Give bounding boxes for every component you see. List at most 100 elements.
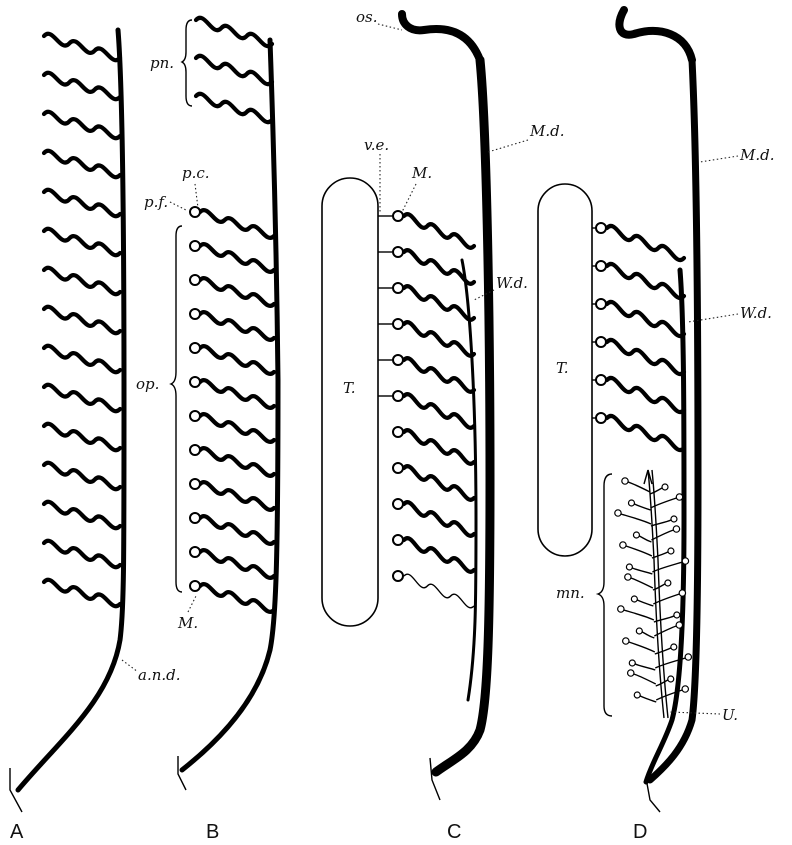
and-leader: [122, 660, 138, 672]
pronephric-tubule: [44, 424, 120, 450]
md-label-d: M.d.: [739, 146, 775, 164]
mesonephric-tubule: [607, 226, 684, 260]
malpighian-capsule: [393, 463, 403, 473]
collecting-branch: [653, 594, 679, 604]
malpighian-capsule: [393, 319, 403, 329]
metanephric-capsule: [615, 510, 621, 516]
metanephric-capsule: [673, 526, 679, 532]
pc-label: p.c.: [182, 164, 210, 182]
malpighian-capsule: [190, 445, 200, 455]
panel-b: pn. p.c. p.f. op. M. B: [136, 18, 278, 843]
malpighian-capsule: [596, 375, 606, 385]
pn-label: pn.: [150, 54, 174, 72]
pronephric-tubule: [44, 307, 120, 333]
pronephric-tubule: [44, 580, 120, 606]
malpighian-capsule: [190, 513, 200, 523]
malpighian-capsule: [393, 355, 403, 365]
malpighian-capsule: [393, 391, 403, 401]
mesonephric-tubule: [607, 264, 684, 298]
metanephric-capsule: [671, 516, 677, 522]
opisthonephric-tubule: [200, 550, 274, 578]
ostium-d: [619, 10, 692, 60]
m-leader-b: [188, 596, 196, 612]
op-label: op.: [136, 375, 159, 393]
md-leader-d: [700, 156, 738, 162]
mesonephric-tubule: [607, 416, 684, 450]
mesonephric-tubule: [607, 302, 684, 336]
duct-end-tick-b: [178, 756, 186, 790]
metanephric-capsule: [634, 692, 640, 698]
malpighian-capsule: [190, 377, 200, 387]
opisthonephric-tubule: [200, 346, 274, 374]
pronephric-tubules-b: [196, 18, 272, 122]
md-label-c: M.d.: [529, 122, 565, 140]
collecting-branch: [634, 504, 650, 510]
metanephric-capsule: [628, 670, 634, 676]
opisthonephric-tubule: [200, 210, 274, 238]
collecting-branch: [642, 632, 654, 638]
pronephric-tubule: [44, 73, 120, 99]
pronephric-tubule: [44, 541, 120, 567]
mesonephric-tubule: [404, 358, 474, 392]
malpighian-capsule: [393, 535, 403, 545]
metanephric-capsule: [682, 558, 688, 564]
pc-leader: [195, 184, 198, 208]
collecting-branch: [631, 578, 653, 588]
mesonephric-tubule: [404, 538, 474, 572]
metanephric-capsule: [676, 494, 682, 500]
pronephric-tubule: [44, 151, 120, 177]
opisthonephric-tubule: [200, 516, 274, 544]
panel-c: os. v.e. M. M.d. W.d. T. C: [322, 8, 565, 843]
malpighian-capsule: [190, 275, 200, 285]
opisthonephric-tubule: [200, 482, 274, 510]
t-label-d: T.: [556, 359, 569, 377]
mesonephric-tubule: [404, 502, 474, 536]
op-brace: [171, 226, 182, 592]
collecting-branch: [651, 520, 671, 526]
metanephric-capsule: [636, 628, 642, 634]
panel-a-label: A: [10, 821, 24, 843]
panel-a: A a.n.d.: [10, 30, 181, 843]
collecting-branch: [637, 600, 653, 606]
malpighian-capsule: [190, 241, 200, 251]
metanephric-capsule: [633, 532, 639, 538]
opisthonephric-tubule: [200, 244, 274, 272]
metanephric-capsule: [618, 606, 624, 612]
metanephric-capsule: [625, 574, 631, 580]
opisthonephric-tubule: [200, 414, 274, 442]
malpighian-capsule: [596, 223, 606, 233]
wd-label-d: W.d.: [740, 304, 772, 322]
malpighian-capsule: [190, 581, 200, 591]
metanephric-capsule: [622, 478, 628, 484]
malpighian-capsule: [393, 427, 403, 437]
pronephric-tubule: [44, 190, 120, 216]
collecting-branch: [628, 482, 650, 492]
opisthonephric-tubule: [200, 278, 274, 306]
panel-d-label: D: [633, 821, 647, 843]
metanephric-capsule: [623, 638, 629, 644]
collecting-branch: [640, 696, 656, 702]
malpighian-capsule: [596, 261, 606, 271]
m-leader-c: [402, 184, 416, 212]
mesonephric-tubule: [404, 394, 474, 428]
panel-b-label: B: [206, 821, 219, 843]
opisthonephric-tubule: [200, 380, 274, 408]
wolffian-duct-c: [462, 260, 476, 700]
mesonephric-tubule: [404, 214, 474, 248]
ostium-c: [402, 14, 480, 60]
collecting-branch: [639, 536, 651, 542]
mesonephric-tubule: [404, 286, 474, 320]
malpighian-capsule: [190, 547, 200, 557]
mesonephric-tubule: [607, 378, 684, 412]
metanephric-capsule: [682, 686, 688, 692]
collecting-branch: [650, 488, 662, 494]
malpighian-capsule: [190, 343, 200, 353]
mesonephric-tubule: [607, 340, 684, 374]
metanephric-capsule: [620, 542, 626, 548]
metanephric-capsule: [665, 580, 671, 586]
opisthonephric-tubule: [200, 448, 274, 476]
pf-label: p.f.: [144, 193, 168, 211]
ve-label: v.e.: [364, 136, 389, 154]
panel-c-label: C: [447, 821, 461, 843]
